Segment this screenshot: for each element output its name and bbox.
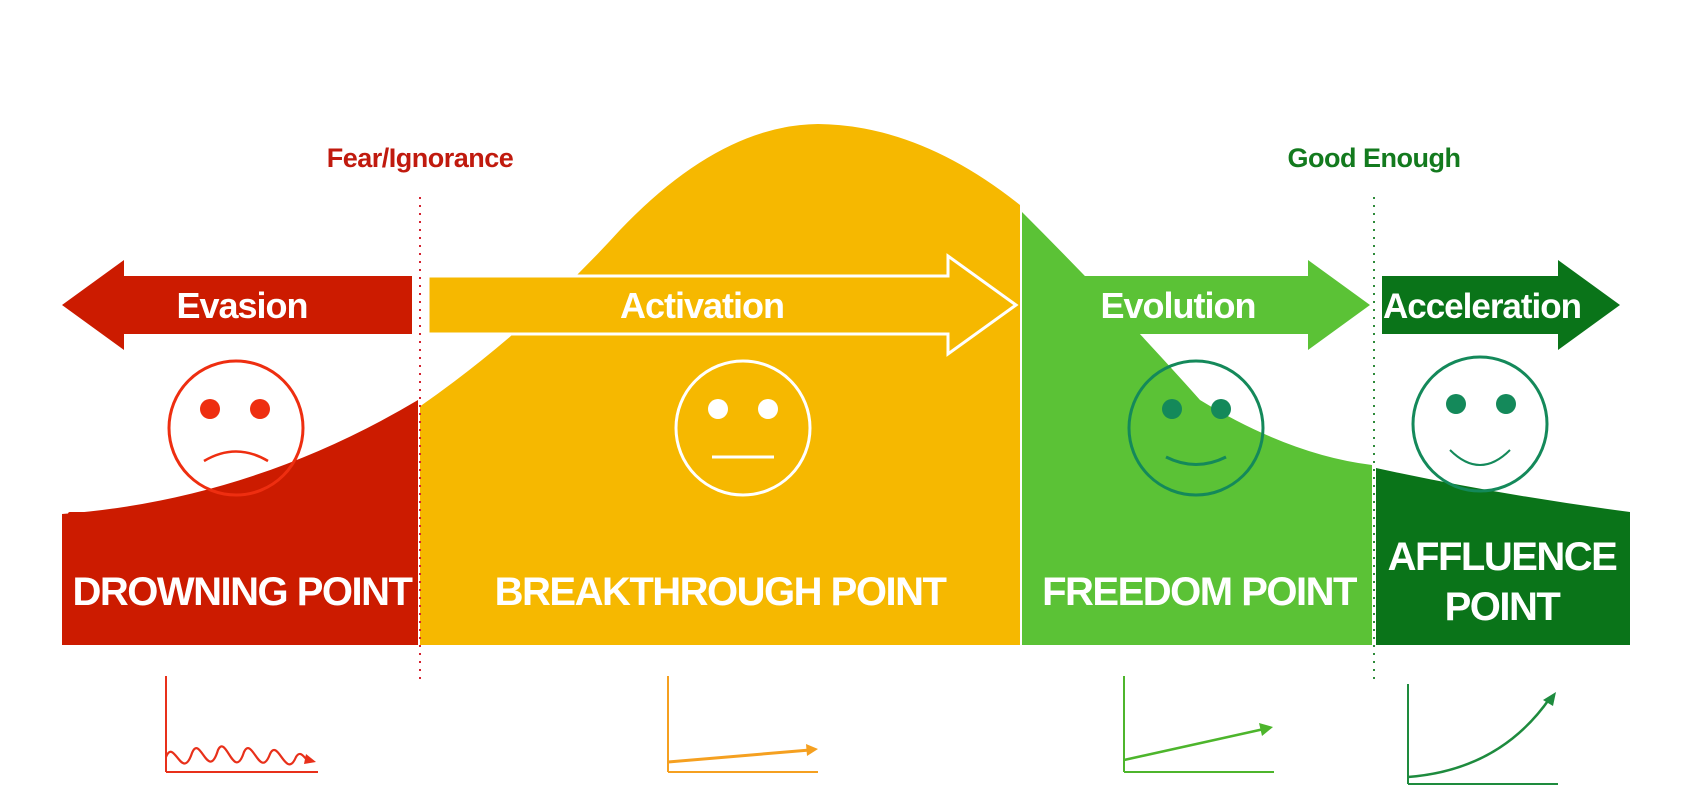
big-smile-face-icon bbox=[1411, 355, 1549, 493]
freedom-point-block bbox=[1024, 512, 1370, 645]
acceleration-arrow bbox=[1382, 260, 1620, 350]
affluence-point-label-line2: POINT bbox=[1445, 585, 1561, 629]
good-enough-label: Good Enough bbox=[1288, 143, 1461, 173]
evolution-arrow bbox=[1022, 260, 1370, 350]
freedom-point-label: FREEDOM POINT bbox=[1042, 570, 1357, 614]
fear-ignorance-label: Fear/Ignorance bbox=[327, 143, 514, 173]
stage-blocks bbox=[68, 512, 1626, 645]
affluence-point-block bbox=[1378, 512, 1626, 645]
neutral-face-icon bbox=[674, 359, 812, 497]
evasion-label: Evasion bbox=[176, 285, 307, 326]
steady-rise-chart-icon bbox=[1123, 676, 1274, 773]
drowning-point-label: DROWNING POINT bbox=[73, 570, 413, 614]
stage-arrows bbox=[62, 253, 1620, 357]
activation-arrow bbox=[426, 253, 1019, 357]
evolution-label: Evolution bbox=[1101, 285, 1256, 326]
breakthrough-point-label: BREAKTHROUGH POINT bbox=[495, 570, 947, 614]
activation-label: Activation bbox=[620, 285, 784, 326]
acceleration-label: Acceleration bbox=[1383, 287, 1581, 326]
breakthrough-point-block bbox=[424, 512, 1018, 645]
slight-rise-chart-icon bbox=[667, 676, 818, 773]
affluence-point-label-line1: AFFLUENCE bbox=[1388, 535, 1618, 579]
drowning-point-block bbox=[68, 512, 416, 645]
exponential-rise-chart-icon bbox=[1407, 684, 1558, 785]
evasion-arrow bbox=[62, 260, 412, 350]
wavy-trend-chart-icon bbox=[164, 676, 318, 773]
sad-face-icon bbox=[167, 359, 305, 497]
smile-face-icon bbox=[1127, 359, 1265, 497]
